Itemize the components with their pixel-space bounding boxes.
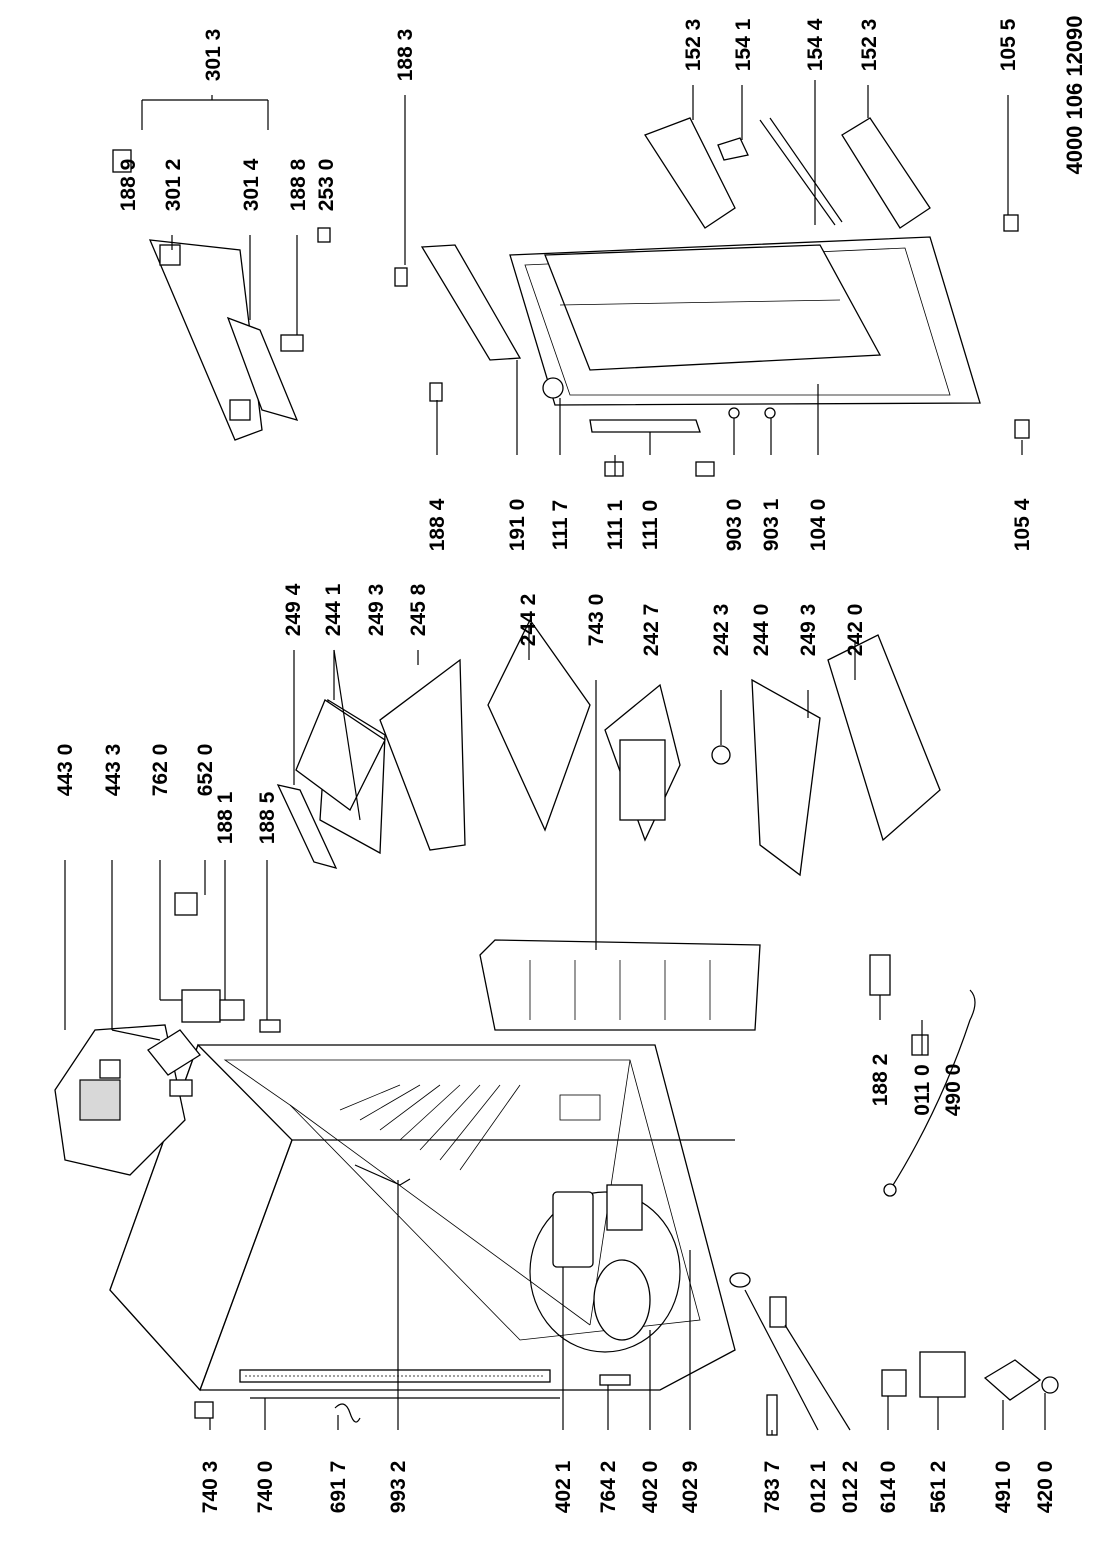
label-1544: 154 4	[804, 18, 827, 71]
compressor-assembly	[529, 1184, 681, 1353]
label-9031: 903 1	[760, 498, 783, 551]
label-2458: 245 8	[407, 583, 430, 636]
label-1910: 191 0	[506, 499, 529, 552]
label-7837: 783 7	[761, 1461, 784, 1514]
label-9030: 903 0	[723, 499, 746, 552]
door-liner	[479, 939, 761, 1031]
label-7403: 740 3	[199, 1461, 222, 1514]
label-1117: 111 7	[549, 500, 572, 550]
label-1541: 154 1	[732, 18, 755, 71]
label-1883: 188 3	[394, 29, 417, 82]
label-3013: 301 3	[202, 29, 225, 82]
label-1111: 111 1	[604, 500, 627, 551]
door-bins	[644, 117, 931, 229]
small-parts	[194, 214, 1059, 1436]
label-2441: 244 1	[322, 583, 345, 636]
label-7400: 740 0	[254, 1461, 277, 1514]
label-2442: 244 2	[517, 594, 540, 647]
thermostat-group	[54, 892, 281, 1176]
label-1889: 188 9	[117, 159, 140, 212]
label-1055: 105 5	[997, 18, 1020, 71]
label-0122: 012 2	[839, 1461, 862, 1514]
label-1884: 188 4	[426, 498, 449, 551]
label-7642: 764 2	[597, 1461, 620, 1514]
label-1040: 104 0	[807, 499, 830, 552]
label-4430: 443 0	[54, 744, 77, 797]
label-3014: 301 4	[240, 158, 263, 211]
label-2420: 242 0	[844, 604, 867, 657]
label-1885: 188 5	[256, 791, 279, 844]
label-2440: 244 0	[750, 604, 773, 657]
label-7430: 743 0	[585, 594, 608, 647]
leader-lines	[64, 80, 1046, 1435]
label-2423: 242 3	[710, 604, 733, 657]
label-4433: 443 3	[102, 744, 125, 797]
label-2530: 253 0	[315, 159, 338, 212]
label-6520: 652 0	[194, 744, 217, 797]
shelves	[276, 618, 941, 877]
label-5612: 561 2	[927, 1461, 950, 1514]
part-labels: 301 3 188 9 301 2 301 4 188 8 253 0 188 …	[54, 15, 1087, 1513]
label-1523b: 152 3	[858, 19, 881, 72]
label-6917: 691 7	[327, 1461, 350, 1514]
label-2427: 242 7	[640, 604, 663, 657]
label-2493a: 249 3	[365, 584, 388, 637]
label-1110: 111 0	[639, 500, 662, 550]
label-1054: 105 4	[1011, 498, 1034, 551]
label-3012: 301 2	[162, 159, 185, 212]
label-4029: 402 9	[679, 1461, 702, 1514]
label-4021: 402 1	[552, 1460, 575, 1513]
condenser-grille	[239, 1369, 560, 1399]
door-assembly	[394, 236, 981, 477]
label-4900: 490 0	[942, 1064, 965, 1117]
label-0110: 011 0	[911, 1064, 934, 1115]
control-panel	[112, 149, 331, 441]
label-9932: 993 2	[387, 1461, 410, 1514]
label-4910: 491 0	[992, 1461, 1015, 1514]
cabinet-body	[109, 1043, 736, 1392]
label-2494: 249 4	[282, 583, 305, 636]
label-4200: 420 0	[1034, 1461, 1057, 1514]
label-1523a: 152 3	[682, 19, 705, 72]
label-4020: 402 0	[639, 1461, 662, 1514]
label-6140: 614 0	[877, 1461, 900, 1514]
label-7620: 762 0	[149, 744, 172, 797]
document-number: 4000 106 12090	[1062, 15, 1087, 174]
label-0121: 012 1	[807, 1460, 830, 1513]
label-1882: 188 2	[869, 1054, 892, 1107]
label-1881: 188 1	[214, 791, 237, 844]
label-2493b: 249 3	[797, 604, 820, 657]
shelf-rails	[339, 1084, 521, 1171]
label-1888: 188 8	[287, 158, 310, 211]
